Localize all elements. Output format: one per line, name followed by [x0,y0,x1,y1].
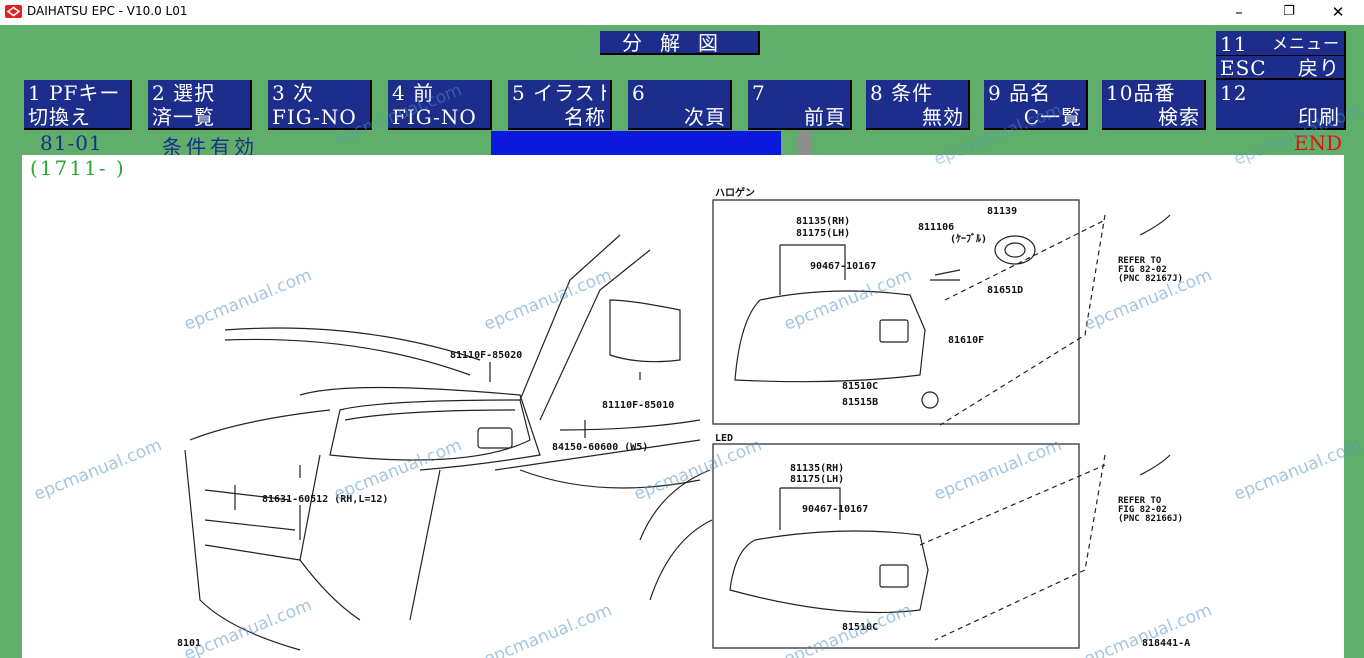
refer-label: REFER TO [1118,496,1162,506]
screen-title: 分解図 [600,31,760,55]
refer-label: FIG 82-02 [1118,265,1167,275]
part-label[interactable]: 81515B [842,397,878,408]
fkey-7-prev-page[interactable]: 7 前頁 [748,80,852,130]
fkey-3-next-fig[interactable]: 3 次 FIG-NO [268,80,372,130]
part-label[interactable]: 81110F-85020 [450,350,522,361]
refer-label: (PNC 82167J) [1118,274,1183,284]
window-title: DAIHATSU EPC - V10.0 L01 [27,4,188,18]
figure-ref-code: 8101 [177,638,201,649]
part-label[interactable]: 81651D [987,285,1023,296]
part-label[interactable]: 81110F-85010 [602,400,674,411]
fkey-label: 5 イラスト [512,81,606,105]
fkey-11-menu[interactable]: 11 メニュー [1216,31,1346,57]
part-label[interactable]: 81139 [987,206,1017,217]
fkey-label: 8 条件 [870,81,934,105]
progress-marker [797,131,811,155]
parts-diagram: 81110F-85020 81110F-85010 84150-60600 (W… [177,186,1190,651]
part-label[interactable]: 84150-60600 (W5) [552,442,648,453]
fkey-sublabel: FIG-NO [392,105,477,129]
halogen-title: ハロゲン [715,186,755,199]
part-label[interactable]: 81175(LH) [796,228,850,239]
fkey-sublabel: FIG-NO [272,105,357,129]
status-row: 81-01 条件有効 END [22,131,1344,159]
fkey-label: 7 [752,81,766,105]
fkey-label: 4 前 [392,81,435,105]
esc-back-button[interactable]: ESC 戻り [1216,56,1346,80]
date-range: (1711- ) [30,156,126,180]
fkey-sublabel: 前頁 [804,105,846,129]
fkey-label: 3 次 [272,81,315,105]
part-label[interactable]: 81135(RH) [796,216,850,227]
fkey-number: ESC [1220,57,1267,79]
part-label[interactable]: 81510C [842,381,878,392]
part-label[interactable]: 81610F [948,335,984,346]
fkey-label: 戻り [1298,57,1340,79]
illustration-canvas[interactable] [22,155,1344,658]
part-label: (ｹｰﾌﾞﾙ) [950,232,987,245]
fkey-8-condition-off[interactable]: 8 条件 無効 [866,80,970,130]
close-button[interactable]: ✕ [1331,3,1345,21]
fkey-label: 6 [632,81,646,105]
fkey-label: メニュー [1271,34,1340,53]
fkey-label: 1 PFキー [28,81,121,105]
minimize-button[interactable]: – [1235,3,1243,21]
led-title: LED [715,433,733,444]
title-bar: DAIHATSU EPC - V10.0 L01 – ❐ ✕ [0,0,1364,25]
drawing-number: 818441-A [1142,638,1190,649]
fkey-5-illustration-name[interactable]: 5 イラスト 名称 [508,80,612,130]
fkey-12-print[interactable]: 12 印刷 [1216,80,1346,130]
fkey-sublabel: C一覧 [1023,105,1082,129]
part-label[interactable]: 81175(LH) [790,474,844,485]
part-label[interactable]: 81135(RH) [790,463,844,474]
progress-bar [491,131,781,155]
fkey-9-part-name-list[interactable]: 9 品名 C一覧 [984,80,1088,130]
fkey-6-next-page[interactable]: 6 次頁 [628,80,732,130]
part-label[interactable]: 811106 [918,222,954,233]
fkey-label: 12 [1220,81,1248,105]
part-label[interactable]: 81631-60512 (RH,L=12) [262,494,388,505]
refer-label: (PNC 82166J) [1118,514,1183,524]
fkey-sublabel: 切換え [28,105,91,129]
end-indicator: END [1293,131,1342,155]
daihatsu-logo-icon [5,5,22,18]
fkey-sublabel: 印刷 [1298,105,1340,129]
figure-code: 81-01 [40,131,103,155]
fkey-sublabel: 検索 [1158,105,1200,129]
fkey-label: 9 品名 [988,81,1052,105]
refer-label: REFER TO [1118,256,1162,266]
fkey-sublabel: 済一覧 [152,105,215,129]
fkey-sublabel: 次頁 [684,105,726,129]
fkey-10-part-number-search[interactable]: 10品番 検索 [1102,80,1206,130]
refer-label: FIG 82-02 [1118,505,1167,515]
part-label[interactable]: 90467-10167 [810,261,876,272]
maximize-button[interactable]: ❐ [1283,4,1295,19]
fkey-sublabel: 名称 [564,105,606,129]
fkey-4-prev-fig[interactable]: 4 前 FIG-NO [388,80,492,130]
fkey-sublabel: 無効 [922,105,964,129]
fkey-1-pf-switch[interactable]: 1 PFキー 切換え [24,80,132,130]
fkey-number: 11 [1220,32,1248,56]
part-label[interactable]: 90467-10167 [802,504,868,515]
fkey-2-selected-list[interactable]: 2 選択 済一覧 [148,80,252,130]
fkey-label: 10品番 [1106,81,1176,105]
part-label[interactable]: 81510C [842,622,878,633]
fkey-label: 2 選択 [152,81,216,105]
